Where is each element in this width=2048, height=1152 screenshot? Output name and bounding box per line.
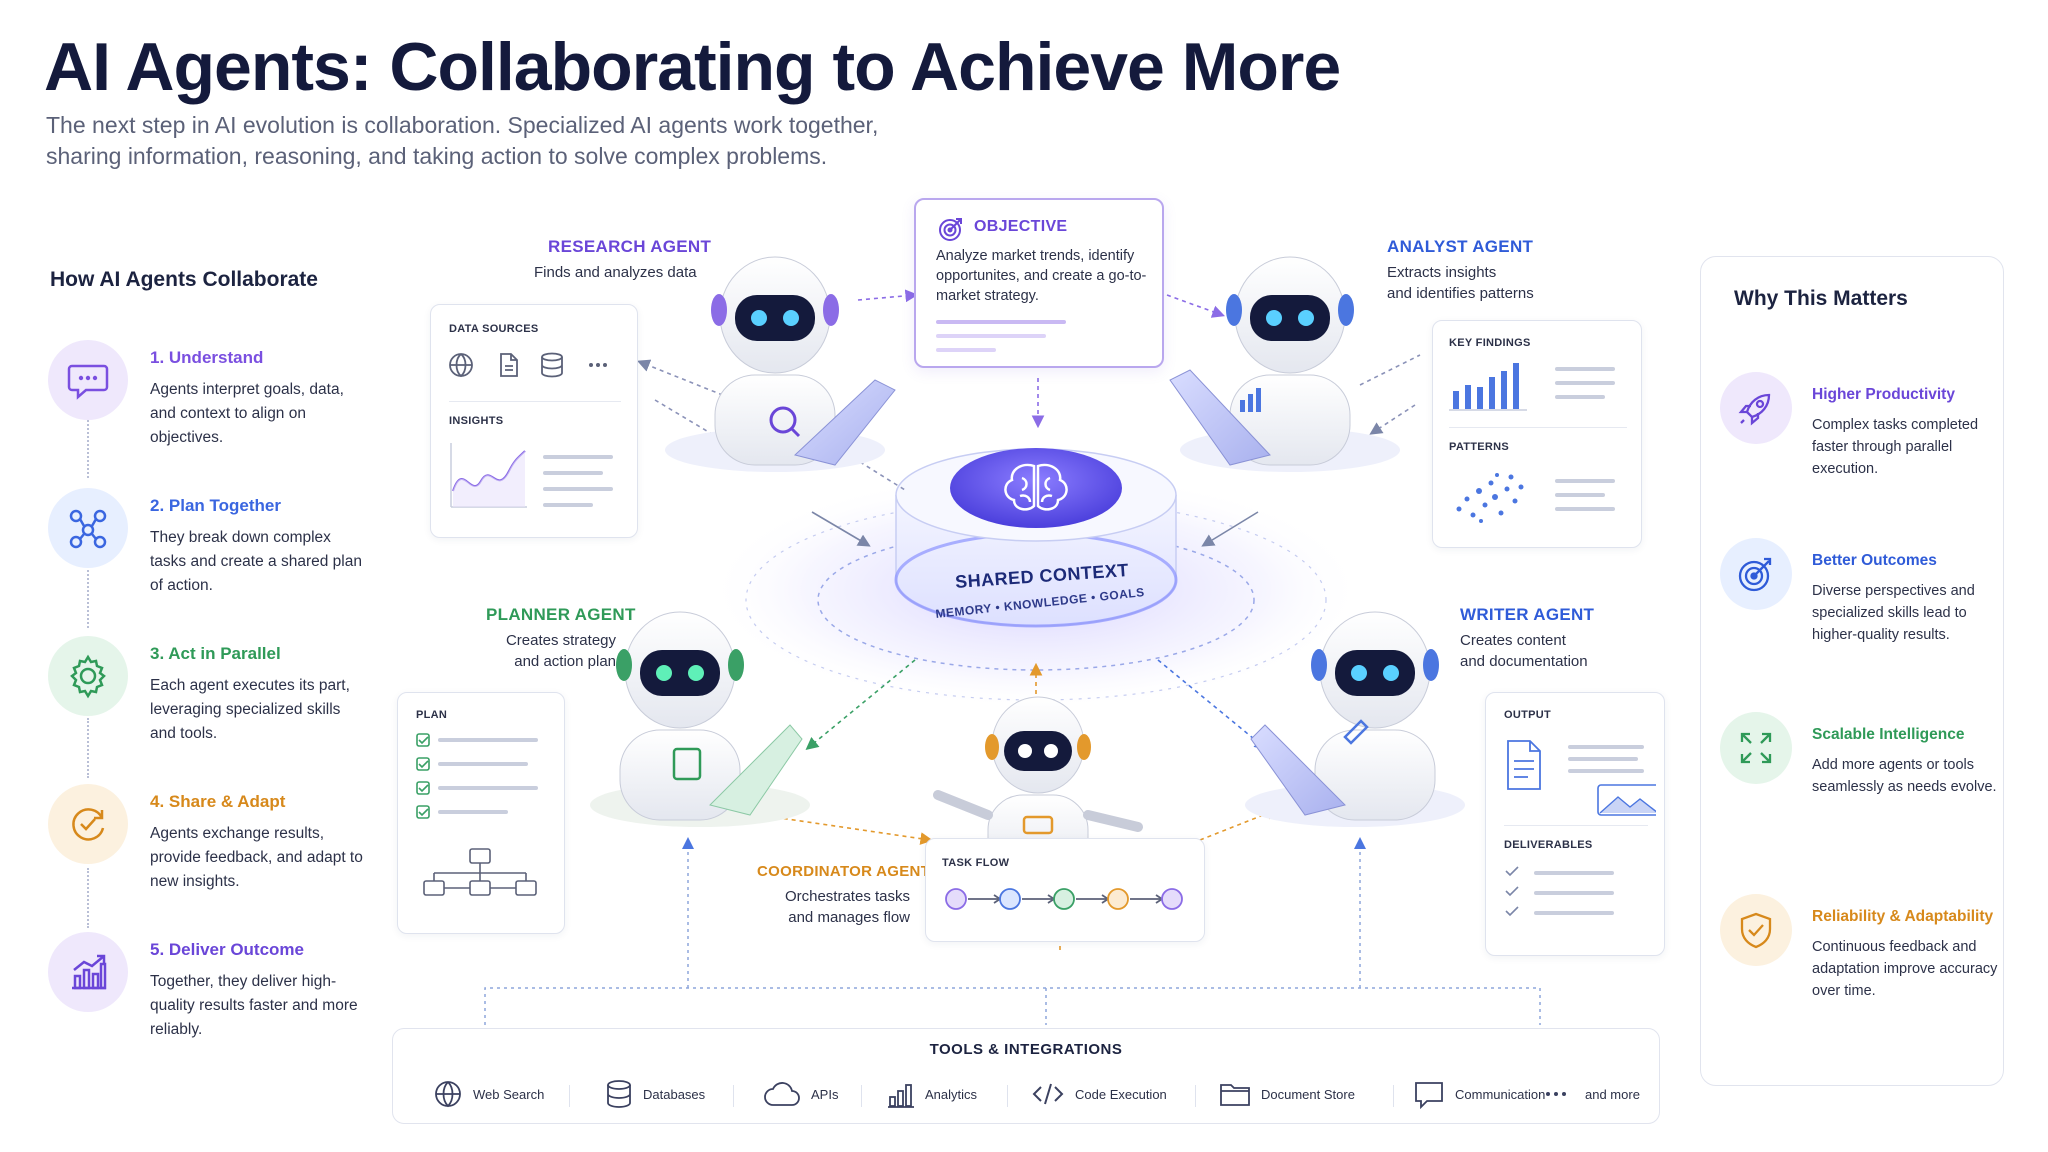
deliverables-checklist (1505, 866, 1614, 917)
why-desc: Diverse perspectives and specialized ski… (1812, 583, 1975, 643)
output-label: OUTPUT (1504, 709, 1552, 721)
why-heading: Why This Matters (1734, 287, 1908, 310)
tool-apis[interactable]: APIs (763, 1077, 838, 1111)
task-flow-label: TASK FLOW (942, 857, 1010, 869)
growth-chart-icon (48, 932, 128, 1012)
output-doc-icon (1507, 740, 1656, 816)
network-icon (48, 488, 128, 568)
step-connector (87, 868, 89, 928)
why-desc: Continuous feedback and adaptation impro… (1812, 939, 1998, 999)
tool-communication[interactable]: Communication (1413, 1077, 1545, 1111)
step-title: 1. Understand (150, 348, 264, 367)
data-sources-icons (449, 352, 607, 378)
output-panel: OUTPUT DELIVERABLES (1485, 692, 1665, 956)
plan-panel: PLAN (397, 692, 565, 934)
key-findings-bar-chart (1449, 363, 1527, 411)
step-understand: 1. Understand Agents interpret goals, da… (48, 340, 368, 470)
step-title: 4. Share & Adapt (150, 792, 286, 811)
tool-document-store[interactable]: Document Store (1219, 1077, 1355, 1111)
shield-check-icon (1720, 894, 1792, 966)
step-title: 3. Act in Parallel (150, 644, 281, 663)
tool-web-search[interactable]: Web Search (433, 1077, 544, 1111)
coordinator-agent-name: COORDINATOR AGENT (757, 863, 931, 880)
chat-icon (48, 340, 128, 420)
step-title: 2. Plan Together (150, 496, 281, 515)
database-icon (607, 1080, 631, 1108)
why-title: Scalable Intelligence (1812, 726, 1965, 743)
expand-icon (1720, 712, 1792, 784)
globe-icon (435, 1081, 461, 1108)
page-subtitle: The next step in AI evolution is collabo… (46, 112, 879, 169)
rocket-icon (1720, 372, 1792, 444)
insights-chart (450, 443, 527, 508)
refresh-check-icon (48, 784, 128, 864)
tools-heading: TOOLS & INTEGRATIONS (929, 1041, 1123, 1058)
patterns-scatter (1456, 473, 1524, 523)
objective-desc: Analyze market trends, identify opportun… (936, 248, 1147, 304)
objective-card: OBJECTIVE Analyze market trends, identif… (914, 198, 1164, 368)
step-plan-together: 2. Plan Together They break down complex… (48, 488, 368, 618)
step-connector (87, 420, 89, 478)
patterns-label: PATTERNS (1449, 441, 1510, 453)
tool-code-execution[interactable]: Code Execution (1031, 1077, 1167, 1111)
step-connector (87, 570, 89, 628)
step-desc: They break down complex tasks and create… (150, 529, 362, 594)
writer-agent-name: WRITER AGENT (1460, 605, 1595, 624)
target-icon (939, 218, 962, 241)
data-sources-label: DATA SOURCES (449, 323, 539, 335)
plan-checklist (416, 733, 538, 896)
planner-agent-desc: Creates strategy and action plan (505, 632, 616, 670)
bar-chart-icon (888, 1084, 914, 1108)
tool-databases[interactable]: Databases (605, 1077, 705, 1111)
analyst-agent-desc: Extracts insights and identifies pattern… (1387, 264, 1534, 302)
coordinator-agent-desc: Orchestrates tasks and manages flow (784, 888, 910, 926)
data-sources-panel: DATA SOURCES INSIGHTS (430, 304, 638, 538)
step-act-in-parallel: 3. Act in Parallel Each agent executes i… (48, 636, 368, 766)
step-connector (87, 718, 89, 778)
more-dots-icon (1546, 1092, 1566, 1096)
left-heading: How AI Agents Collaborate (50, 268, 318, 291)
step-title: 5. Deliver Outcome (150, 940, 305, 959)
code-icon (1032, 1083, 1064, 1105)
insights-label: INSIGHTS (449, 415, 504, 427)
step-desc: Together, they deliver high-quality resu… (150, 973, 358, 1038)
tool-and-more[interactable]: and more (1545, 1077, 1640, 1111)
tools-integrations-bar: TOOLS & INTEGRATIONS Web Search Database… (392, 1028, 1660, 1124)
key-findings-label: KEY FINDINGS (1449, 337, 1531, 349)
step-share-adapt: 4. Share & Adapt Agents exchange results… (48, 784, 368, 914)
page-title: AI Agents: Collaborating to Achieve More (44, 29, 1341, 105)
why-title: Higher Productivity (1812, 386, 1955, 403)
why-title: Better Outcomes (1812, 552, 1937, 569)
step-desc: Each agent executes its part, leveraging… (150, 677, 350, 742)
step-desc: Agents interpret goals, data, and contex… (150, 381, 344, 446)
analyst-agent-name: ANALYST AGENT (1387, 237, 1534, 256)
chat-bubble-icon (1415, 1082, 1443, 1109)
folder-icon (1220, 1084, 1250, 1106)
plan-label: PLAN (416, 709, 448, 721)
objective-title: OBJECTIVE (974, 218, 1068, 235)
brain-icon (1004, 463, 1068, 511)
writer-agent-desc: Creates content and documentation (1460, 632, 1588, 670)
deliverables-label: DELIVERABLES (1504, 839, 1593, 851)
research-agent-name: RESEARCH AGENT (548, 237, 712, 256)
planner-agent-name: PLANNER AGENT (486, 605, 636, 624)
task-flow-panel: TASK FLOW (925, 838, 1205, 942)
gear-icon (48, 636, 128, 716)
task-flow-steps (945, 888, 1183, 910)
target-icon (1720, 538, 1792, 610)
key-findings-panel: KEY FINDINGS PATTERNS (1432, 320, 1642, 548)
tool-analytics[interactable]: Analytics (887, 1077, 977, 1111)
why-desc: Complex tasks completed faster through p… (1812, 417, 1979, 477)
why-title: Reliability & Adaptability (1812, 908, 1994, 925)
step-desc: Agents exchange results, provide feedbac… (150, 825, 363, 890)
step-deliver-outcome: 5. Deliver Outcome Together, they delive… (48, 932, 368, 1062)
research-agent-desc: Finds and analyzes data (534, 264, 697, 281)
why-desc: Add more agents or tools seamlessly as n… (1812, 757, 1997, 795)
cloud-icon (764, 1082, 800, 1106)
